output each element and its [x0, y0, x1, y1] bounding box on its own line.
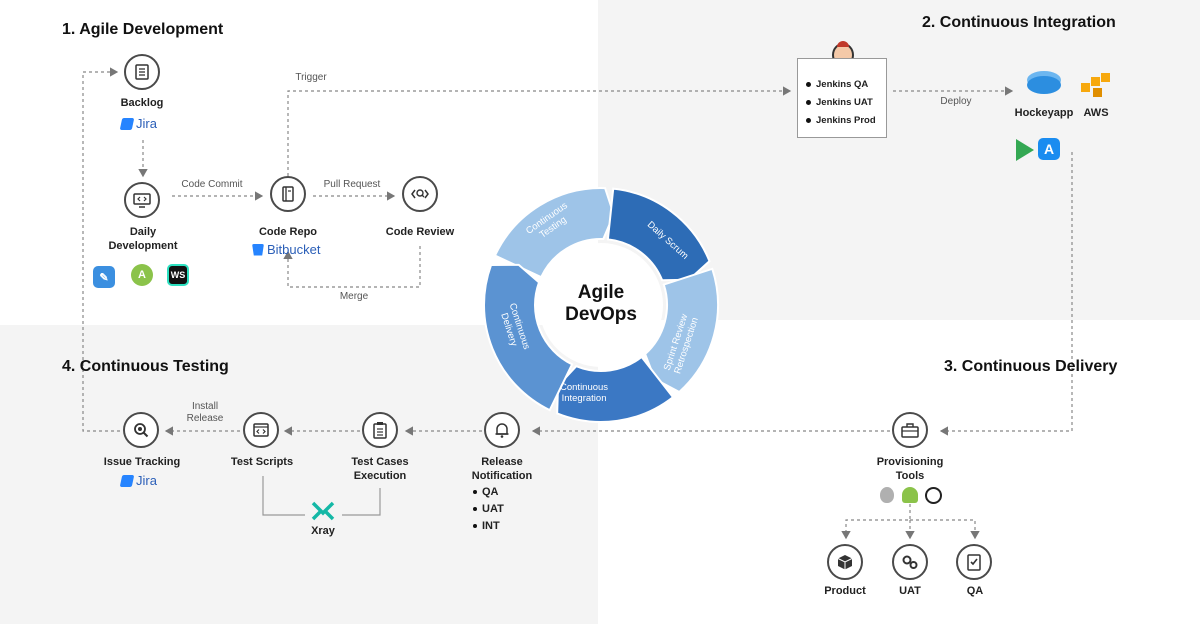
- xray-label: Xray: [311, 525, 335, 537]
- xray-icon: [311, 501, 335, 521]
- jenkins-box: Jenkins QA Jenkins UAT Jenkins Prod: [797, 58, 887, 138]
- edge-trigger: Trigger: [295, 72, 327, 83]
- daily-development-node: [124, 182, 160, 218]
- checklist-icon: [967, 554, 981, 571]
- section-title-ci: 2. Continuous Integration: [922, 14, 1116, 31]
- code-review-label: Code Review: [385, 226, 455, 238]
- backlog-label: Backlog: [120, 97, 164, 109]
- jira-icon: [119, 474, 135, 487]
- book-icon: [282, 186, 294, 202]
- edge-pull-request: Pull Request: [323, 179, 381, 190]
- document-icon: [135, 64, 149, 80]
- wheel-segment: [493, 187, 615, 279]
- ct-background: [0, 325, 598, 624]
- wheel-center: [539, 243, 663, 367]
- bitbucket-brand: Bitbucket: [252, 242, 320, 257]
- jira-label: Jira: [136, 116, 157, 131]
- wheel-segment: [643, 267, 719, 394]
- aws-label: AWS: [1083, 107, 1109, 119]
- section-title-agile: 1. Agile Development: [62, 21, 224, 38]
- product-node: [827, 544, 863, 580]
- webstorm-icon: WS: [167, 264, 189, 286]
- aws-icon: [1081, 73, 1113, 97]
- code-repo-label: Code Repo: [258, 226, 318, 238]
- code-review-node: [402, 176, 438, 212]
- wheel-segment: [556, 355, 675, 423]
- uat-label: UAT: [899, 585, 921, 597]
- release-target-list: QA UAT INT: [473, 484, 504, 535]
- backlog-node: [124, 54, 160, 90]
- release-target-int: INT: [473, 518, 504, 535]
- section-title-ct: 4. Continuous Testing: [62, 358, 229, 375]
- uat-node: [892, 544, 928, 580]
- bell-icon: [495, 423, 509, 438]
- wheel-segment: [606, 187, 711, 282]
- section-title-cd: 3. Continuous Delivery: [944, 358, 1118, 375]
- gears-icon: [902, 555, 918, 569]
- product-label: Product: [824, 585, 866, 597]
- issue-tracking-node: [123, 412, 159, 448]
- google-play-icon: [1016, 139, 1034, 161]
- bitbucket-icon: [252, 243, 264, 256]
- clipboard-icon: [373, 422, 387, 439]
- edge-deploy: Deploy: [940, 96, 972, 107]
- apple-icon: [880, 487, 894, 503]
- test-cases-node: [362, 412, 398, 448]
- edge-merge: Merge: [339, 291, 369, 302]
- provisioning-node: [892, 412, 928, 448]
- release-target-qa: QA: [473, 484, 504, 501]
- hockeyapp-label: Hockeyapp: [1014, 107, 1074, 119]
- wheel-segment: [483, 263, 574, 412]
- code-search-icon: [411, 189, 429, 199]
- android-icon: [902, 487, 918, 503]
- qa-node: [956, 544, 992, 580]
- release-target-uat: UAT: [473, 501, 504, 518]
- code-repo-node: [270, 176, 306, 212]
- test-scripts-node: [243, 412, 279, 448]
- toolbox-icon: [901, 423, 919, 438]
- code-window-icon: [253, 423, 269, 437]
- qa-label: QA: [966, 585, 984, 597]
- android-studio-icon: A: [131, 264, 153, 286]
- jira-brand-top: Jira: [119, 116, 157, 131]
- jira-brand-bottom: Jira: [119, 473, 157, 488]
- release-notification-node: [484, 412, 520, 448]
- bitbucket-label: Bitbucket: [267, 242, 321, 257]
- code-monitor-icon: [133, 193, 151, 208]
- hockeyapp-icon: [1027, 76, 1061, 94]
- jenkins-qa: Jenkins QA: [806, 76, 886, 94]
- test-scripts-label: Test Scripts: [230, 456, 294, 468]
- jira-label: Jira: [136, 473, 157, 488]
- magnifier-icon: [134, 423, 149, 438]
- xcode-icon: ✎: [93, 266, 115, 288]
- edge-code-commit: Code Commit: [181, 179, 243, 190]
- app-store-icon: A: [1038, 138, 1060, 160]
- jenkins-uat: Jenkins UAT: [806, 94, 886, 112]
- issue-tracking-label: Issue Tracking: [103, 456, 181, 468]
- web-globe-icon: [925, 487, 942, 504]
- box-icon: [837, 555, 853, 570]
- jenkins-prod: Jenkins Prod: [806, 112, 886, 130]
